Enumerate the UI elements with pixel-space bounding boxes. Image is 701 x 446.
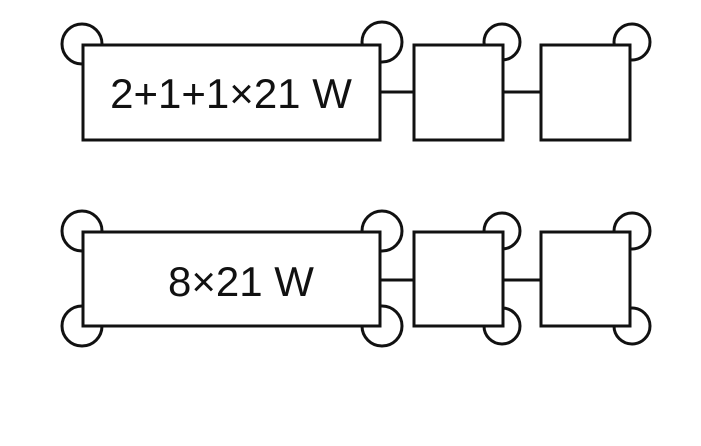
aux-box bbox=[539, 43, 632, 142]
wattage-label: 8×21 W bbox=[168, 258, 314, 305]
aux-box bbox=[539, 230, 632, 328]
wattage-label: 2+1+1×21 W bbox=[110, 70, 352, 117]
diagram-top: 2+1+1×21 W bbox=[60, 20, 652, 142]
main-box bbox=[81, 230, 382, 328]
main-box bbox=[81, 43, 382, 142]
aux-box bbox=[412, 43, 505, 142]
bulb-icon bbox=[360, 20, 404, 64]
diagram-bottom: 8×21 W bbox=[60, 209, 652, 348]
bulb-icon bbox=[612, 22, 652, 62]
aux-box bbox=[412, 230, 505, 328]
